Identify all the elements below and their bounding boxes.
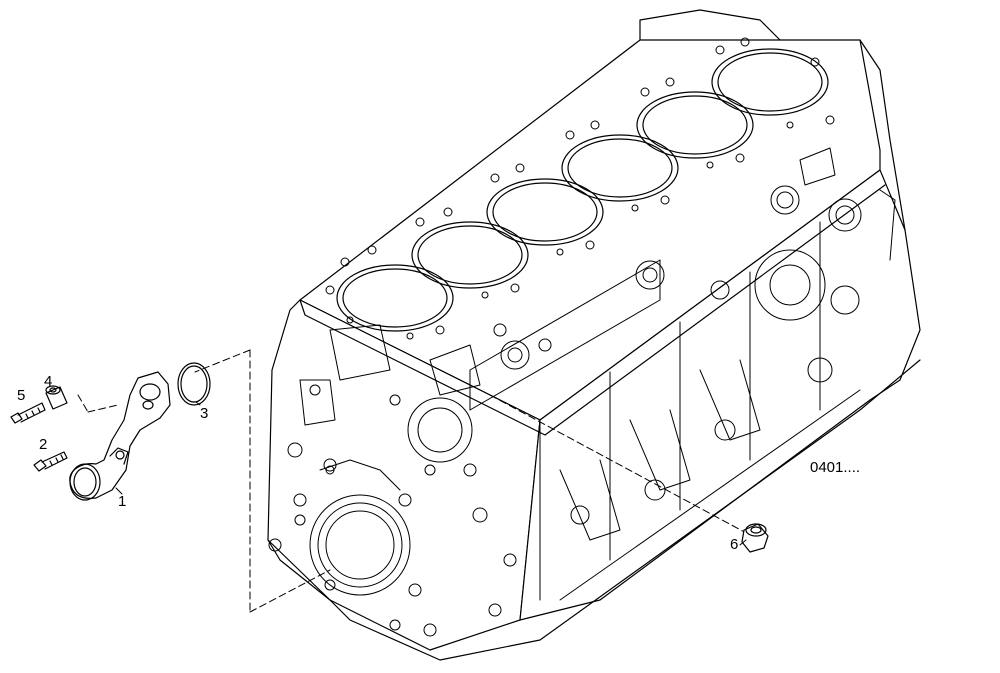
bolt-part-5 xyxy=(10,402,46,424)
front-face-details xyxy=(268,324,517,637)
bolt-part-2 xyxy=(33,451,68,472)
crankcase-ribs xyxy=(469,221,861,601)
callout-ticks xyxy=(115,401,747,546)
callout-3: 3 xyxy=(200,405,209,422)
engine-block xyxy=(267,9,921,661)
reference-code: 0401.... xyxy=(810,459,861,476)
side-bosses xyxy=(493,147,896,525)
plug-part-6 xyxy=(741,523,769,553)
spacer-part-4 xyxy=(45,385,68,410)
water-pipe-part xyxy=(69,371,171,501)
callout-2: 2 xyxy=(39,436,48,453)
deck-bolt-holes xyxy=(325,37,835,340)
callout-4: 4 xyxy=(44,373,53,390)
callout-5: 5 xyxy=(17,387,26,404)
callout-1: 1 xyxy=(118,493,127,510)
callout-6: 6 xyxy=(730,536,739,553)
o-ring-part xyxy=(177,362,211,406)
cylinder-bores xyxy=(336,48,829,332)
